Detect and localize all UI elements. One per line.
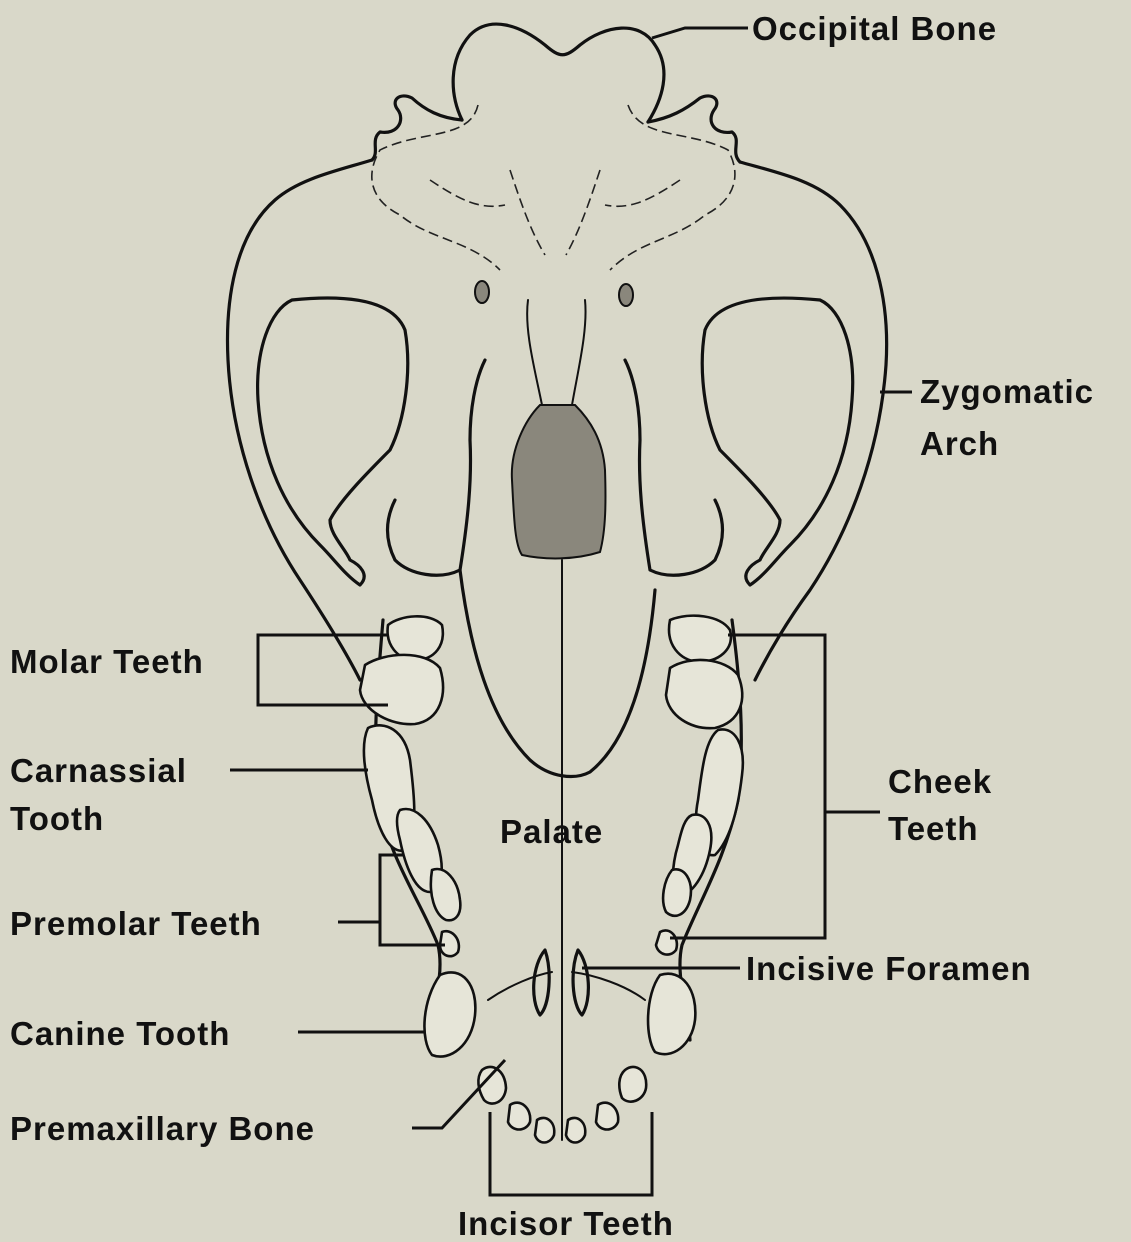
incisor-3-right <box>619 1067 646 1102</box>
leader-occipital <box>652 28 748 38</box>
foramen-right <box>619 284 633 306</box>
molar-1-right <box>669 616 731 662</box>
molar-2-left <box>360 655 443 724</box>
incisive-foramen-left <box>534 950 549 1015</box>
zygomatic-arch-left <box>228 160 372 680</box>
canine-left <box>424 972 475 1056</box>
label-cheek-teeth-1: Cheek <box>888 763 992 800</box>
incisor-1-left <box>535 1118 554 1143</box>
label-zygomatic-arch-1: Zygomatic <box>920 373 1094 410</box>
label-cheek-teeth-2: Teeth <box>888 810 979 847</box>
premaxillary-suture <box>488 972 645 1000</box>
premolar-2-right <box>663 869 691 915</box>
teeth-left <box>360 616 554 1142</box>
temporal-fossa-right <box>702 298 852 585</box>
palate-outline <box>460 570 655 776</box>
label-carnassial-tooth-2: Tooth <box>10 800 104 837</box>
temporal-fossa-left <box>258 298 408 585</box>
vomer-bone <box>527 300 585 405</box>
canine-right <box>648 974 695 1054</box>
choanae-shaded <box>512 405 606 558</box>
molar-2-right <box>666 660 742 728</box>
label-incisor-teeth: Incisor Teeth <box>458 1205 674 1242</box>
zygomatic-arch-right <box>740 162 887 680</box>
label-incisive-foramen: Incisive Foramen <box>746 950 1032 987</box>
occipital-crest-right <box>648 96 740 162</box>
label-premaxillary-bone: Premaxillary Bone <box>10 1110 315 1147</box>
label-premolar-teeth: Premolar Teeth <box>10 905 262 942</box>
foramen-left <box>475 281 489 303</box>
suture-lines <box>372 105 735 270</box>
label-palate: Palate <box>500 813 603 850</box>
occipital-bone-outline <box>453 24 664 122</box>
label-carnassial-tooth-1: Carnassial <box>10 752 187 789</box>
label-occipital-bone: Occipital Bone <box>752 10 997 47</box>
occipital-crest-left <box>372 96 462 160</box>
label-zygomatic-arch-2: Arch <box>920 425 999 462</box>
incisor-1-right <box>566 1118 585 1143</box>
label-canine-tooth: Canine Tooth <box>10 1015 230 1052</box>
premolar-1-right <box>656 930 677 954</box>
label-molar-teeth: Molar Teeth <box>10 643 204 680</box>
molar-1-left <box>388 616 443 660</box>
incisor-2-right <box>596 1103 618 1130</box>
zygoma-inner-right <box>625 360 723 575</box>
leader-lines <box>230 28 912 1195</box>
teeth-right <box>566 616 743 1143</box>
zygoma-inner-left <box>388 360 486 575</box>
labels: Occipital Bone Zygomatic Arch Molar Teet… <box>10 10 1094 1242</box>
incisor-2-left <box>508 1103 530 1130</box>
incisive-foramen-right <box>573 950 588 1015</box>
premolar-2-left <box>431 869 460 920</box>
